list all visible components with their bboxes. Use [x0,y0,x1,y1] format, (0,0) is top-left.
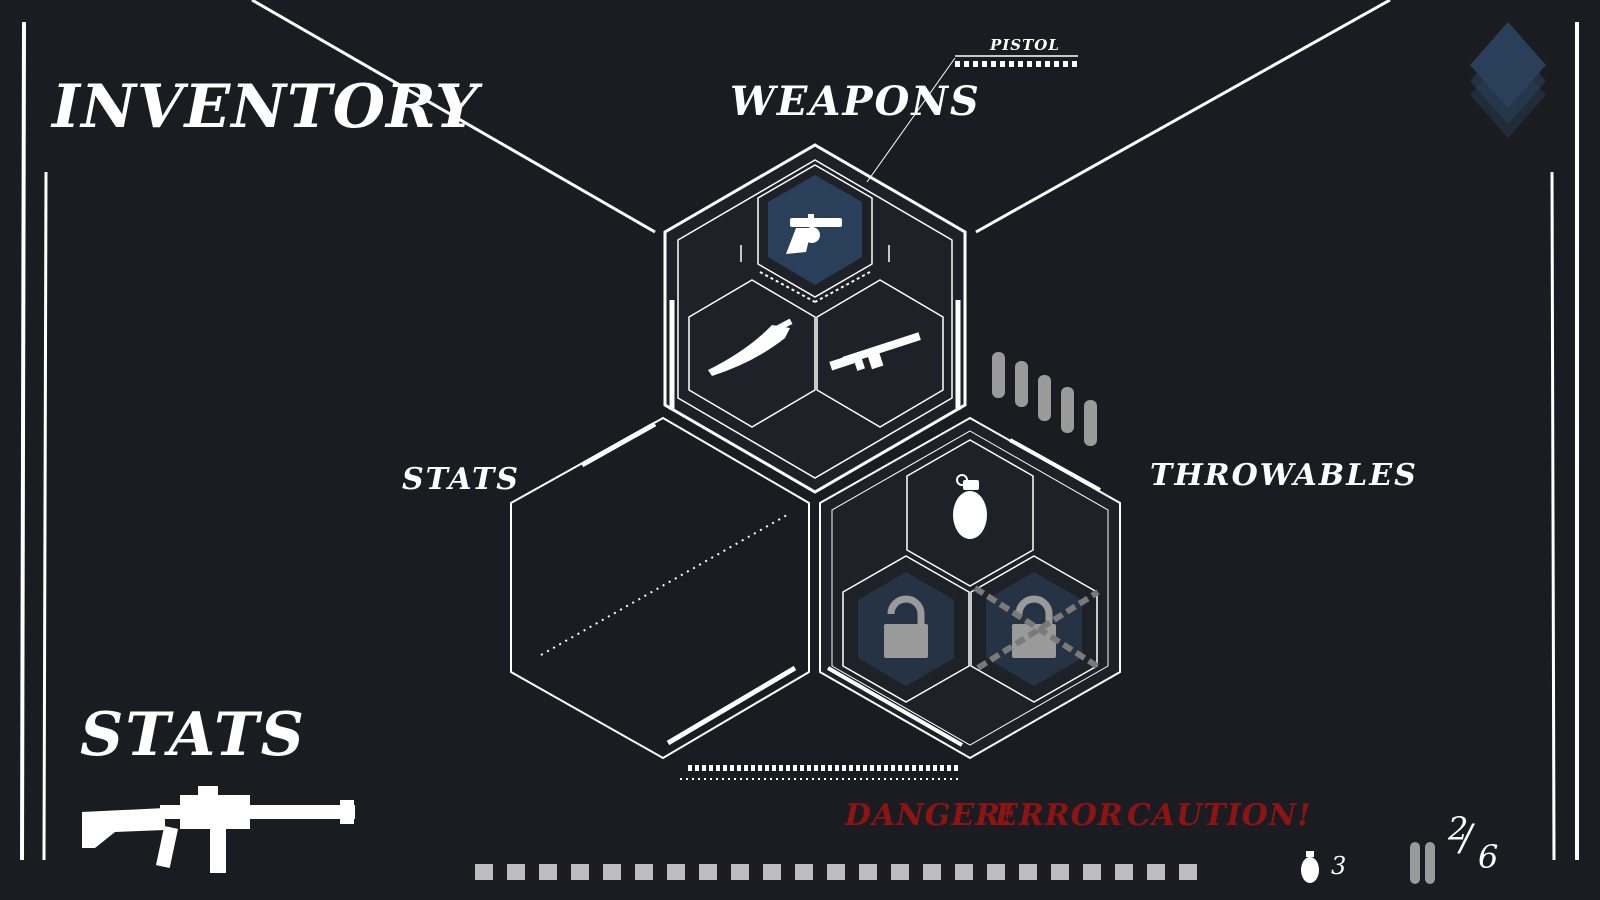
pistol-callout [866,55,1078,183]
stats-hex[interactable] [510,416,810,760]
ammo-current: 2 [1448,810,1469,848]
ammo-separator: / [1460,818,1473,859]
revolver-icon [786,214,842,254]
weapon-slot-rifle[interactable] [816,279,944,428]
stats-hex-label: Stats [402,462,520,497]
stats-heading: Stats [80,700,306,770]
hud-grenade-icon [1301,851,1319,883]
knife-icon [708,318,793,376]
grenade-count: 3 [1331,852,1347,880]
throwables-label: Throwables [1150,458,1418,493]
warning-caution: Caution! [1127,798,1312,833]
inventory-title: Inventory [52,72,479,142]
hud-ammo-icon [1410,842,1435,884]
lock-icon [884,595,928,658]
chained-lock-icon [973,585,1102,671]
ammo-bullets-icon [992,352,1097,446]
equipped-rifle-icon [82,786,355,873]
grenade-icon [953,474,987,539]
selected-weapon-label: Pistol [990,36,1060,54]
warning-danger: Danger! [845,798,1016,833]
rifle-icon [829,332,921,371]
ammo-total: 6 [1478,838,1499,876]
warning-error: ERROR [995,798,1124,833]
weapons-label: Weapons [730,78,981,125]
menu-diamond-icon[interactable] [1470,22,1546,138]
